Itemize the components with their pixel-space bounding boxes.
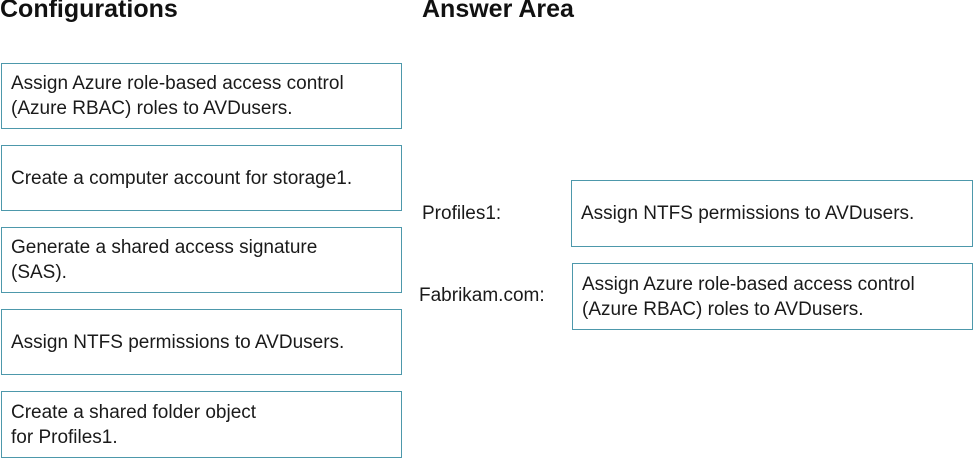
config-option-assign-ntfs[interactable]: Assign NTFS permissions to AVDusers. (1, 309, 402, 375)
answer-area-heading: Answer Area (422, 0, 574, 23)
configurations-heading: Configurations (0, 0, 178, 23)
config-option-text: Create a shared folder object for Profil… (11, 401, 257, 448)
config-option-assign-rbac[interactable]: Assign Azure role-based access control (… (1, 63, 402, 129)
config-option-text: Create a computer account for storage1. (11, 167, 353, 189)
config-option-text: Generate a shared access signature (SAS)… (11, 237, 318, 283)
config-option-text: Assign NTFS permissions to AVDusers. (11, 331, 345, 353)
answer-slot-profiles1[interactable]: Assign NTFS permissions to AVDusers. (571, 180, 973, 247)
config-option-text: Assign Azure role-based access control (… (11, 73, 344, 119)
config-option-generate-sas[interactable]: Generate a shared access signature (SAS)… (1, 227, 402, 293)
answer-slot-text: Assign Azure role-based access control (… (582, 273, 915, 320)
answer-slot-fabrikam[interactable]: Assign Azure role-based access control (… (572, 263, 973, 330)
answer-slot-text: Assign NTFS permissions to AVDusers. (581, 203, 915, 224)
config-option-create-shared-folder[interactable]: Create a shared folder object for Profil… (1, 391, 402, 458)
config-option-create-computer-account[interactable]: Create a computer account for storage1. (1, 145, 402, 211)
answer-label-profiles1: Profiles1: (422, 203, 502, 224)
answer-label-fabrikam: Fabrikam.com: (419, 285, 545, 306)
